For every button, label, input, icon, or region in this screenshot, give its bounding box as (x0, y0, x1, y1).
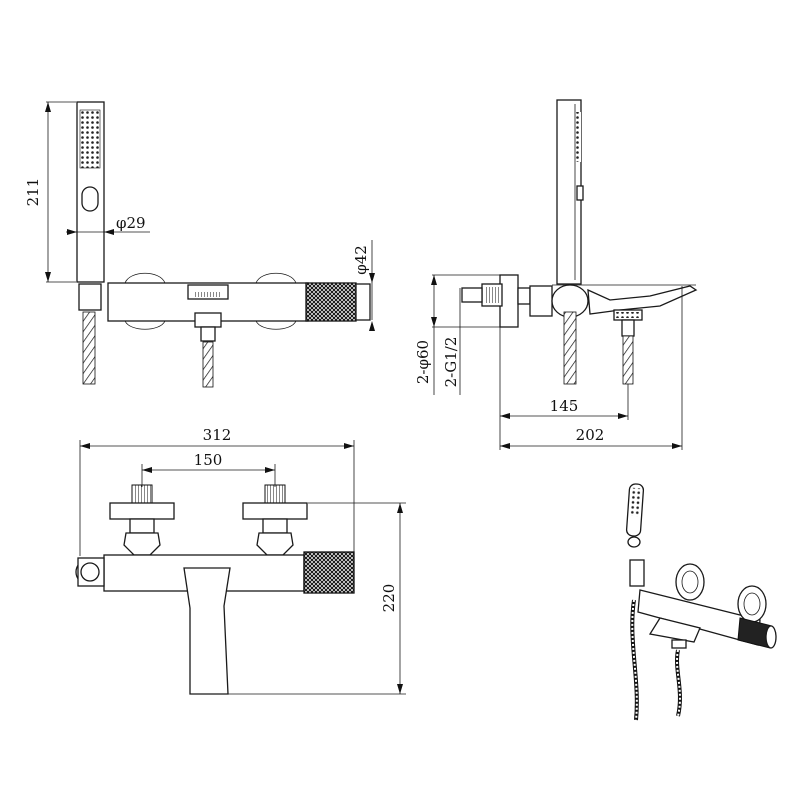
dim-29-label: φ29 (116, 214, 146, 232)
left-inlet (109, 484, 175, 556)
front-view: 211 φ29 φ42 (24, 101, 375, 388)
iso-holder (629, 559, 645, 587)
dim-202-label: 202 (576, 426, 605, 444)
dim-220-label: 220 (380, 584, 398, 613)
inlet-nut (194, 312, 222, 328)
cover-right (255, 272, 297, 330)
hose (82, 311, 96, 385)
iso-cover-left-inner (681, 570, 699, 594)
dim-thread-label: 2-G1/2 (442, 337, 460, 388)
side-inlet-knurl (616, 312, 640, 318)
shower-button (81, 186, 99, 212)
side-inlet-hose (622, 335, 634, 385)
inlet-hose (202, 341, 214, 388)
cover-left (124, 272, 166, 330)
top-spout (183, 567, 231, 695)
side-nut (517, 287, 531, 305)
isometric-view (625, 483, 777, 721)
knurled-handle (305, 282, 357, 322)
side-spout (587, 285, 698, 315)
top-holder-inner (80, 562, 100, 582)
iso-inlet-hose-inner (676, 649, 681, 717)
side-button (576, 185, 584, 201)
dim-312-label: 312 (203, 426, 232, 444)
left-nut (129, 518, 155, 534)
dim-211-label: 211 (24, 178, 42, 207)
spray-face (79, 109, 101, 169)
right-nut (262, 518, 288, 534)
handle-cap (355, 283, 371, 321)
left-eccentric (123, 532, 161, 556)
iso-hose-inner (631, 599, 638, 721)
right-eccentric (256, 532, 294, 556)
dim-29-arrows (67, 229, 114, 235)
dim-145-label: 145 (550, 397, 579, 415)
iso-cover-right-inner (743, 592, 761, 616)
left-thread (131, 484, 153, 504)
left-flange (109, 502, 175, 520)
side-spray-face (576, 112, 581, 162)
top-view: 312 150 220 (75, 426, 406, 695)
iso-spray-face (630, 487, 641, 517)
iso-cover-right (737, 585, 767, 623)
right-inlet (242, 484, 308, 556)
shower-holder (78, 283, 102, 311)
side-view: 2-φ60 2-G1/2 145 202 (414, 99, 698, 450)
dim-60-label: 2-φ60 (414, 340, 432, 384)
side-connector-thread (484, 287, 500, 303)
dim-42-label: φ42 (352, 245, 370, 275)
right-thread (264, 484, 286, 504)
right-flange (242, 502, 308, 520)
iso-button (627, 536, 641, 548)
iso-spout (648, 617, 701, 643)
iso-handle-cap (765, 625, 777, 649)
side-wall-cover (499, 274, 519, 328)
side-shower-hose (563, 311, 577, 385)
iso-cover-left (675, 563, 705, 601)
side-inlet-stub (461, 287, 483, 303)
dim-150-label: 150 (194, 451, 223, 469)
side-body-left (529, 285, 553, 317)
side-inlet-conn (621, 319, 635, 337)
top-knurled-handle (303, 551, 355, 594)
inlet-connector (200, 326, 216, 342)
spout-thread (195, 292, 221, 297)
iso-inlet-nut (671, 639, 687, 649)
